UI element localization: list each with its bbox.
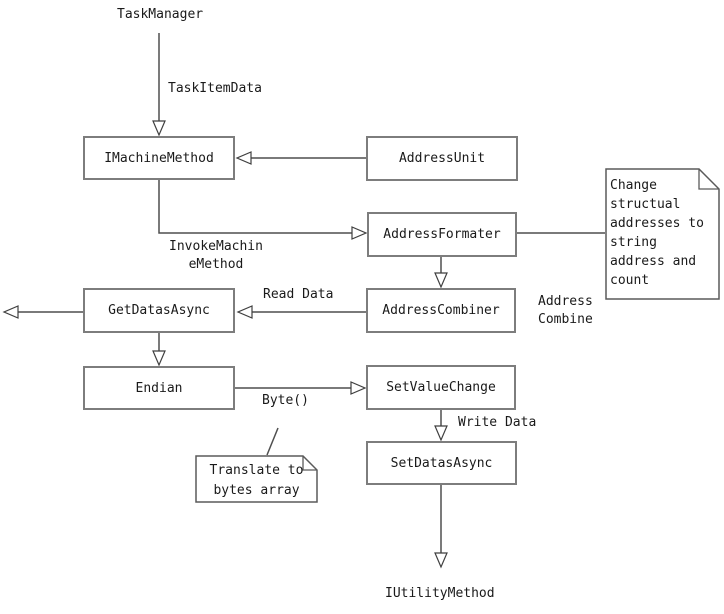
arrowhead-left-icon bbox=[235, 151, 252, 165]
note-translate-bytes-text: Translate to bytes array bbox=[209, 463, 304, 498]
edge-imachinemethod-to-addressformater bbox=[158, 180, 368, 240]
edge-label-byte: Byte() bbox=[262, 393, 309, 408]
edge-addressunit-to-imachinemethod bbox=[235, 151, 366, 165]
node-address-formater: AddressFormater bbox=[367, 212, 517, 257]
note-change-structural: Change structual addresses to string add… bbox=[605, 168, 720, 300]
note-connector-line bbox=[266, 427, 279, 456]
label-task-manager: TaskManager bbox=[117, 7, 204, 22]
edge-setvaluechange-to-setdatasasync bbox=[434, 410, 448, 442]
edge-taskmanager-to-imachinemethod bbox=[152, 33, 166, 137]
edge-label-task-item-data: TaskItemData bbox=[168, 81, 262, 96]
note-translate-bytes: Translate to bytes array bbox=[195, 455, 318, 503]
arrowhead-down-icon bbox=[434, 272, 448, 289]
arrowhead-left-icon bbox=[2, 305, 19, 319]
note-paper-icon bbox=[605, 168, 720, 300]
edge-label-address-combine: Address Combine bbox=[538, 294, 593, 327]
edge-endian-to-setvaluechange bbox=[235, 381, 367, 395]
note-change-structural-text: Change structual addresses to string add… bbox=[610, 178, 704, 288]
arrowhead-down-icon bbox=[152, 120, 166, 137]
arrowhead-right-icon bbox=[350, 381, 367, 395]
node-set-value-change: SetValueChange bbox=[366, 365, 516, 410]
arrowhead-right-icon bbox=[351, 226, 368, 240]
edge-label-write-data: Write Data bbox=[458, 415, 537, 430]
edge-addressformater-to-addresscombiner bbox=[434, 257, 448, 289]
label-iutility-method: IUtilityMethod bbox=[385, 586, 495, 601]
note-connector-byte-to-translate bbox=[266, 427, 279, 456]
edge-line bbox=[158, 180, 352, 234]
edge-label-read-data: Read Data bbox=[263, 287, 334, 302]
edge-addresscombiner-to-getdatasasync bbox=[236, 305, 366, 319]
node-address-combiner: AddressCombiner bbox=[366, 288, 516, 333]
arrowhead-left-icon bbox=[236, 305, 253, 319]
edge-setdatasasync-to-iutilitymethod bbox=[434, 485, 448, 569]
node-get-datas-async: GetDatasAsync bbox=[83, 288, 235, 333]
arrowhead-down-icon bbox=[434, 425, 448, 442]
node-endian: Endian bbox=[83, 366, 235, 410]
node-address-unit: AddressUnit bbox=[366, 136, 518, 181]
edge-label-invoke-machine-method: InvokeMachin eMethod bbox=[169, 239, 263, 272]
arrowhead-down-icon bbox=[434, 552, 448, 569]
arrowhead-down-icon bbox=[152, 350, 166, 367]
note-paper-icon bbox=[195, 455, 318, 503]
edge-getdatasasync-out-left bbox=[2, 305, 83, 319]
node-imachine-method: IMachineMethod bbox=[83, 136, 235, 180]
node-set-datas-async: SetDatasAsync bbox=[366, 441, 517, 485]
edge-getdatasasync-to-endian bbox=[152, 333, 166, 367]
